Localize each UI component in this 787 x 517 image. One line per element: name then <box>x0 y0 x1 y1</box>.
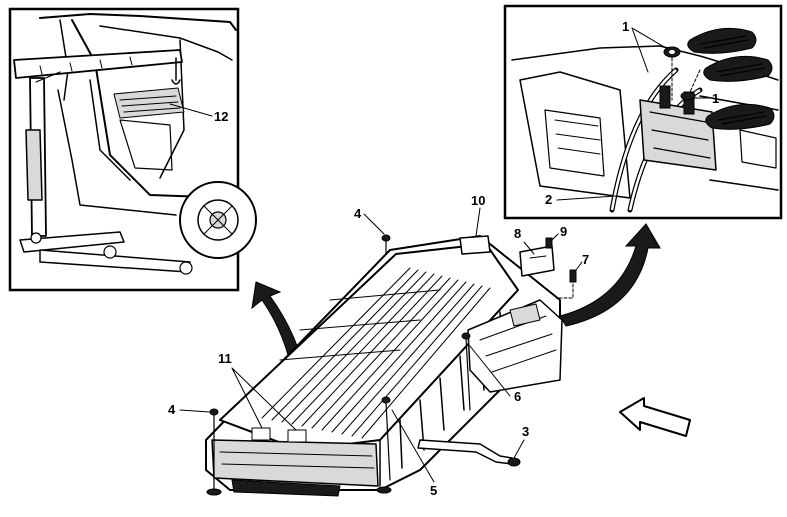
callout-5: 5 <box>430 483 437 498</box>
view-direction-arrow-icon <box>619 397 691 437</box>
callout-6: 6 <box>514 389 521 404</box>
callout-2: 2 <box>545 192 552 207</box>
main-callouts: 4 10 8 9 7 11 4 6 3 5 <box>168 193 589 498</box>
inset-left-hoist: 12 <box>8 7 257 292</box>
battery-cover-ribs <box>261 267 491 439</box>
inset-right-connector: 1 1 2 <box>503 4 783 220</box>
battery-pack <box>205 234 577 497</box>
link-arrow-right <box>559 223 661 327</box>
callout-9: 9 <box>560 224 567 239</box>
callout-1-top: 1 <box>622 19 629 34</box>
callout-7: 7 <box>582 252 589 267</box>
callout-4-top: 4 <box>354 206 362 221</box>
callout-4-bottom: 4 <box>168 402 176 417</box>
callout-3: 3 <box>522 424 529 439</box>
callout-11: 11 <box>218 351 232 366</box>
callout-10: 10 <box>471 193 485 208</box>
callout-1-right: 1 <box>712 91 719 106</box>
callout-8: 8 <box>514 226 521 241</box>
callout-12: 12 <box>214 109 228 124</box>
